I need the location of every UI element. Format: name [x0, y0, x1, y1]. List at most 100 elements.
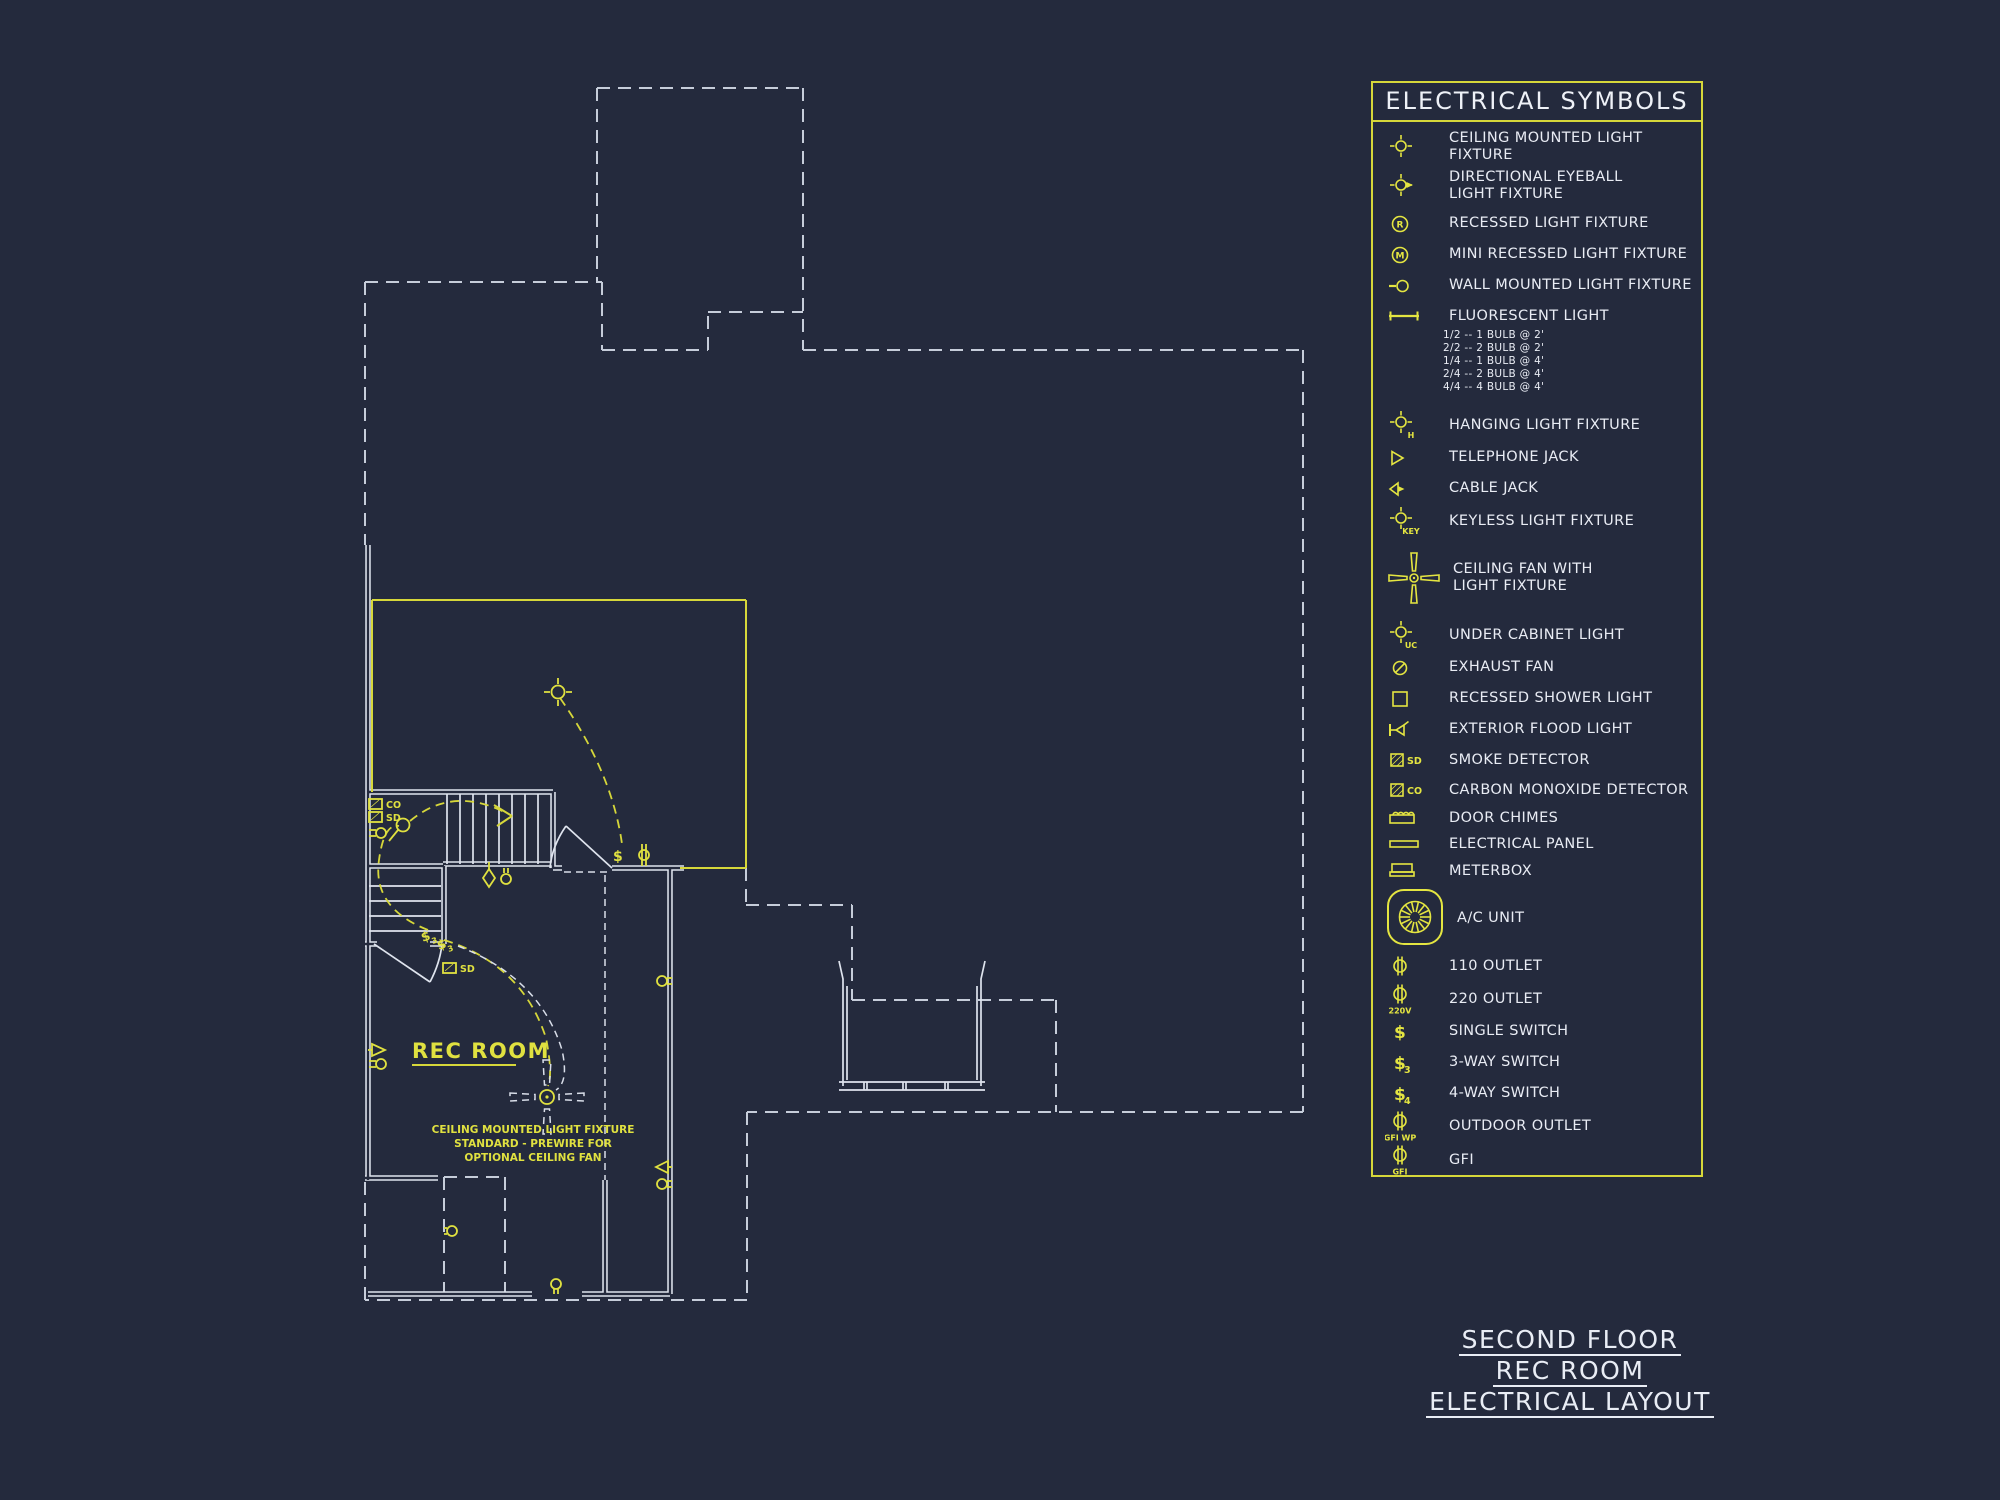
legend-item-label: ELECTRICAL PANEL — [1449, 835, 1594, 852]
right-outlet-upper — [656, 975, 672, 987]
svg-text:OPTIONAL CEILING FAN: OPTIONAL CEILING FAN — [464, 1152, 601, 1164]
switch-3way-icon: $3 — [1394, 1054, 1411, 1076]
svg-text:R: R — [1397, 220, 1404, 230]
legend-item-label: SMOKE DETECTOR — [1449, 751, 1590, 768]
telephone-jack-icon — [1391, 449, 1405, 466]
legend-item-outlet-110: 110 OUTLET — [1385, 951, 1697, 982]
eyeball-light-icon — [1390, 174, 1413, 196]
legend-item-door-chimes: DOOR CHIMES — [1385, 805, 1697, 831]
legend-item-label: FLUORESCENT LIGHT — [1449, 307, 1609, 324]
legend-item-label: 220 OUTLET — [1449, 990, 1543, 1007]
legend-item-keyless-light: KEY KEYLESS LIGHT FIXTURE — [1385, 504, 1697, 538]
legend-item-label: CARBON MONOXIDE DETECTOR — [1449, 781, 1689, 798]
floor-boundary-dashed — [364, 87, 1304, 1301]
legend-item-electrical-panel: ELECTRICAL PANEL — [1385, 831, 1697, 857]
legend-item-label: OUTDOOR OUTLET — [1449, 1117, 1592, 1134]
wiring-arcs — [377, 697, 623, 1091]
under-cabinet-light-icon: UC — [1390, 620, 1417, 650]
legend-item-switch-3way: $3 3-WAY SWITCH — [1385, 1047, 1697, 1078]
svg-text:3: 3 — [1404, 1065, 1411, 1076]
title-line-1: SECOND FLOOR — [1458, 1326, 1682, 1356]
legend-item-mini-recessed-light: M MINI RECESSED LIGHT FIXTURE — [1385, 239, 1697, 270]
hanging-light-icon: H — [1390, 410, 1414, 440]
svg-text:GFI WP: GFI WP — [1385, 1134, 1416, 1143]
legend-item-label: DIRECTIONAL EYEBALL LIGHT FIXTURE — [1449, 169, 1623, 202]
bay-window — [838, 960, 986, 1091]
fluorescent-variants: 1/2 -- 1 BULB @ 2'2/2 -- 2 BULB @ 2'1/4 … — [1443, 329, 1545, 393]
legend-item-switch-single: $ SINGLE SWITCH — [1385, 1016, 1697, 1047]
svg-text:KEY: KEY — [1402, 527, 1420, 536]
legend-item-label: KEYLESS LIGHT FIXTURE — [1449, 512, 1635, 529]
ceiling-fan-symbol — [509, 1059, 585, 1135]
legend-item-label: RECESSED SHOWER LIGHT — [1449, 690, 1653, 706]
title-line-2: REC ROOM — [1492, 1357, 1648, 1387]
legend-item-smoke-detector: SD SMOKE DETECTOR — [1385, 745, 1697, 775]
svg-text:$: $ — [419, 929, 432, 946]
legend-item-label: MINI RECESSED LIGHT FIXTURE — [1449, 246, 1688, 262]
legend-item-flood-light: EXTERIOR FLOOD LIGHT — [1385, 714, 1697, 745]
legend-item-telephone-jack: TELEPHONE JACK — [1385, 442, 1697, 473]
right-wall-jacks — [653, 1159, 672, 1190]
svg-text:M: M — [1396, 251, 1405, 261]
sd-label: SD — [386, 813, 401, 824]
legend-item-outlet-220: 220V 220 OUTLET — [1385, 982, 1697, 1016]
electrical-symbols-legend: ELECTRICAL SYMBOLS CEILING MOUNTED LIGHT… — [1371, 81, 1703, 1177]
ceiling-fan-icon — [1388, 552, 1440, 604]
svg-text:CO: CO — [1407, 786, 1422, 797]
legend-item-label: RECESSED LIGHT FIXTURE — [1449, 215, 1649, 231]
legend-item-label: TELEPHONE JACK — [1449, 449, 1579, 465]
legend-item-list: CEILING MOUNTED LIGHT FIXTURE DIRECTIONAL… — [1373, 122, 1701, 1177]
svg-text:$: $ — [1394, 1054, 1406, 1074]
legend-item-ceiling-fan: CEILING FAN WITH LIGHT FIXTURE — [1385, 538, 1697, 618]
svg-text:3: 3 — [431, 936, 439, 946]
svg-text:3: 3 — [447, 944, 455, 954]
doors — [373, 825, 613, 983]
co-detector-icon: CO — [1390, 783, 1422, 797]
svg-text:$: $ — [1394, 1085, 1406, 1105]
legend-item-label: CEILING MOUNTED LIGHT FIXTURE — [1449, 130, 1643, 163]
meterbox-icon — [1389, 863, 1415, 877]
legend-item-exhaust-fan: EXHAUST FAN — [1385, 652, 1697, 683]
svg-text:220V: 220V — [1389, 1007, 1413, 1016]
legend-item-ceiling-light: CEILING MOUNTED LIGHT FIXTURE — [1385, 130, 1697, 164]
door-chimes-icon — [1389, 811, 1415, 824]
recessed-light-icon: R — [1391, 215, 1409, 232]
closet-outlet — [444, 1225, 458, 1237]
svg-text:$: $ — [435, 937, 448, 954]
svg-text:$: $ — [1394, 1023, 1406, 1043]
svg-text:UC: UC — [1405, 641, 1417, 650]
svg-text:CEILING MOUNTED LIGHT FIXTURE: CEILING MOUNTED LIGHT FIXTURE — [432, 1124, 635, 1136]
co-detector-symbol: CO — [368, 798, 401, 811]
walls — [365, 545, 684, 1297]
svg-text:$: $ — [613, 849, 623, 865]
flood-light-icon — [1389, 720, 1409, 736]
left-wall-jacks — [368, 1042, 388, 1070]
legend-item-label: WALL MOUNTED LIGHT FIXTURE — [1449, 277, 1692, 293]
legend-item-label: DOOR CHIMES — [1449, 809, 1559, 826]
three-way-switches: $ 3 $ 3 — [419, 929, 455, 954]
exhaust-fan-icon — [1392, 660, 1408, 675]
bottom-outlet — [550, 1278, 562, 1294]
electrical-panel-icon — [1389, 840, 1419, 848]
gfi-outlet-icon: GFI — [1392, 1145, 1408, 1177]
plan-electrical-symbols: CO SD $ 3 $ 3 — [368, 678, 672, 1294]
svg-text:SD: SD — [1407, 756, 1422, 767]
legend-item-label: UNDER CABINET LIGHT — [1449, 626, 1625, 643]
legend-item-under-cabinet-light: UC UNDER CABINET LIGHT — [1385, 618, 1697, 652]
recroom-smoke-detector: SD — [442, 962, 475, 975]
wall-light-icon — [1389, 279, 1409, 292]
outlet-110-icon — [1393, 956, 1407, 975]
ceiling-light-symbol — [544, 678, 572, 706]
svg-text:GFI: GFI — [1392, 1168, 1407, 1177]
legend-item-label: SINGLE SWITCH — [1449, 1023, 1569, 1039]
drawing-title-block: SECOND FLOOR REC ROOM ELECTRICAL LAYOUT — [1400, 1326, 1740, 1419]
legend-item-label: 3-WAY SWITCH — [1449, 1054, 1561, 1070]
hall-light-and-outlet — [481, 862, 512, 889]
outdoor-outlet-icon: GFI WP — [1385, 1111, 1416, 1143]
fluorescent-light-icon — [1389, 311, 1419, 321]
legend-item-ac-unit: A/C UNIT — [1385, 885, 1697, 951]
stair-treads — [369, 794, 539, 932]
